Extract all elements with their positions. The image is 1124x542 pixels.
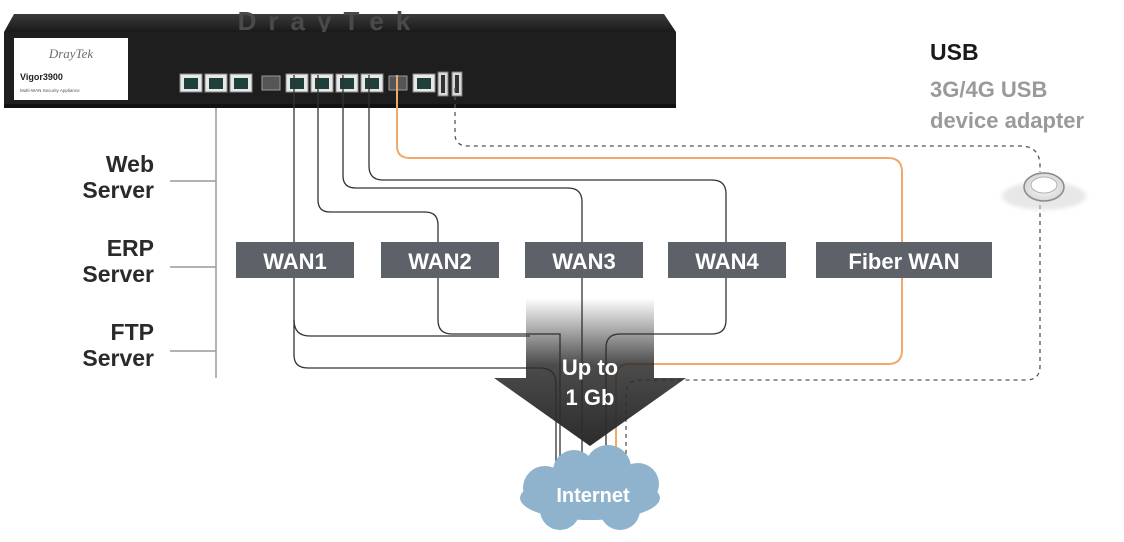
lan-bus [170, 108, 217, 378]
wan-label: WAN2 [408, 249, 472, 274]
router-front-panel [14, 38, 128, 100]
wan-label: WAN4 [695, 249, 759, 274]
server-name-line2: Server [82, 261, 154, 287]
wan-box-1: WAN1 [236, 242, 354, 278]
console-port-icon [412, 73, 436, 93]
wan-port-icon [335, 73, 359, 93]
router-top-face [4, 14, 676, 32]
usb-port-icon [437, 71, 449, 97]
bandwidth-arrow: Up to 1 Gb [494, 298, 686, 446]
wan-port-icon [285, 73, 309, 93]
server-name-line1: Web [106, 151, 154, 177]
lan-port-icon [229, 73, 253, 93]
wan-label: WAN3 [552, 249, 616, 274]
wan-port-icon [360, 73, 384, 93]
arrow-label-line1: Up to [562, 355, 618, 380]
lan-port-icon [179, 73, 203, 93]
server-name-line2: Server [82, 177, 154, 203]
internet-cloud: Internet [520, 445, 660, 530]
router-model: Vigor3900 [20, 72, 63, 82]
usb-subtitle-line1: 3G/4G USB [930, 77, 1047, 102]
wan1-cable-to-cloud [293, 320, 557, 470]
wan-boxes: WAN1 WAN2 WAN3 WAN4 Fiber WAN [236, 242, 992, 278]
wan-label: Fiber WAN [848, 249, 959, 274]
wan-box-3: WAN3 [525, 242, 643, 278]
router-watermark: DrayTek [238, 6, 423, 36]
wan3-cable [342, 75, 583, 470]
arrow-shape [494, 298, 686, 446]
usb-cable [454, 88, 1041, 172]
cloud-icon [520, 445, 660, 530]
usb-title: USB [930, 39, 979, 65]
usb-subtitle-line2: device adapter [930, 108, 1085, 133]
usb-section: USB 3G/4G USB device adapter [930, 39, 1086, 210]
router-tagline: Multi-WAN Security Appliance [20, 88, 80, 93]
wan-box-4: WAN4 [668, 242, 786, 278]
lan-port-icon [204, 73, 228, 93]
arrow-label-line2: 1 Gb [566, 385, 615, 410]
router-brand: DrayTek [48, 46, 94, 61]
wan-label: WAN1 [263, 249, 327, 274]
usb-port-icon [451, 71, 463, 97]
sfp-port-icon [261, 75, 281, 91]
usb-dongle-icon [1002, 172, 1086, 210]
server-name-line1: ERP [107, 235, 154, 261]
server-name-line1: FTP [111, 319, 154, 345]
router: DrayTek DrayTek Vigor3900 Multi-WAN Secu… [4, 6, 676, 108]
wan-port-icon [310, 73, 334, 93]
wan-box-5: Fiber WAN [816, 242, 992, 278]
wan1-cable [293, 75, 530, 337]
server-name-line2: Server [82, 345, 154, 371]
wan-box-2: WAN2 [381, 242, 499, 278]
internet-label: Internet [556, 485, 630, 507]
wan2-cable [317, 75, 561, 470]
